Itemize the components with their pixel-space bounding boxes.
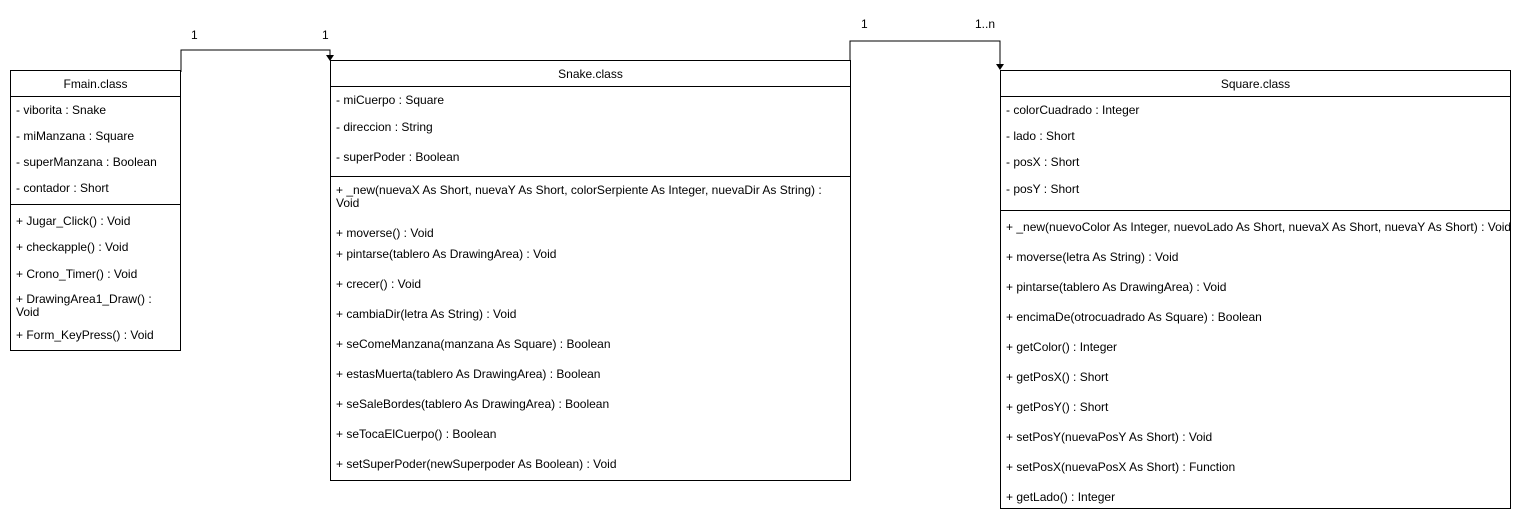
method-square-getcolor: + getColor() : Integer	[1006, 340, 1118, 354]
class-square-title: Square.class	[1001, 71, 1510, 97]
method-snake-estasmuerta: + estasMuerta(tablero As DrawingArea) : …	[336, 367, 601, 381]
method-square-moverse: + moverse(letra As String) : Void	[1006, 250, 1179, 264]
method-snake-moverse: + moverse() : Void	[336, 226, 434, 240]
attribute-mimanzana: - miManzana : Square	[16, 129, 135, 143]
attribute-lado: - lado : Short	[1006, 129, 1075, 143]
method-crono-timer: + Crono_Timer() : Void	[16, 267, 138, 281]
class-fmain-title: Fmain.class	[11, 71, 180, 97]
method-drawingarea1-draw: + DrawingArea1_Draw() : Void	[16, 292, 152, 319]
class-fmain-attributes: - viborita : Snake - miManzana : Square …	[11, 97, 180, 205]
method-snake-sesalebordes: + seSaleBordes(tablero As DrawingArea) :…	[336, 397, 610, 411]
method-square-getposy: + getPosY() : Short	[1006, 400, 1109, 414]
attribute-superpoder: - superPoder : Boolean	[336, 150, 460, 164]
multiplicity-snake-target: 1	[322, 28, 329, 42]
multiplicity-square-target: 1..n	[975, 17, 996, 31]
class-fmain[interactable]: Fmain.class - viborita : Snake - miManza…	[10, 70, 181, 351]
arrowhead-snake	[326, 55, 334, 61]
class-square-attributes: - colorCuadrado : Integer - lado : Short…	[1001, 97, 1510, 211]
method-form-keypress: + Form_KeyPress() : Void	[16, 328, 154, 342]
attribute-direccion: - direccion : String	[336, 120, 433, 134]
method-square-encimade: + encimaDe(otrocuadrado As Square) : Boo…	[1006, 310, 1262, 324]
method-snake-pintarse: + pintarse(tablero As DrawingArea) : Voi…	[336, 247, 557, 261]
class-snake-methods: + _new(nuevaX As Short, nuevaY As Short,…	[331, 177, 850, 480]
class-snake-title: Snake.class	[331, 61, 850, 87]
method-square-new: + _new(nuevoColor As Integer, nuevoLado …	[1006, 220, 1511, 234]
class-square[interactable]: Square.class - colorCuadrado : Integer -…	[1000, 70, 1511, 509]
multiplicity-fmain-source: 1	[191, 28, 198, 42]
method-snake-setocaelcuerpo: + seTocaElCuerpo() : Boolean	[336, 427, 497, 441]
method-snake-new: + _new(nuevaX As Short, nuevaY As Short,…	[336, 183, 822, 210]
method-snake-crecer: + crecer() : Void	[336, 277, 422, 291]
attribute-supermanzana: - superManzana : Boolean	[16, 155, 157, 169]
method-checkapple: + checkapple() : Void	[16, 240, 129, 254]
association-snake-square	[849, 40, 1001, 66]
method-square-setposx: + setPosX(nuevaPosX As Short) : Function	[1006, 460, 1236, 474]
method-snake-setsuperpoder: + setSuperPoder(newSuperpoder As Boolean…	[336, 457, 617, 471]
attribute-viborita: - viborita : Snake	[16, 103, 107, 117]
multiplicity-snake-source: 1	[861, 17, 868, 31]
method-snake-cambiadir: + cambiaDir(letra As String) : Void	[336, 307, 517, 321]
method-square-getlado: + getLado() : Integer	[1006, 490, 1116, 504]
class-fmain-methods: + Jugar_Click() : Void + checkapple() : …	[11, 205, 180, 350]
class-snake[interactable]: Snake.class - miCuerpo : Square - direcc…	[330, 60, 851, 481]
arrowhead-square	[996, 64, 1004, 70]
attribute-posx: - posX : Short	[1006, 155, 1080, 169]
attribute-micuerpo: - miCuerpo : Square	[336, 93, 445, 107]
method-square-setposy: + setPosY(nuevaPosY As Short) : Void	[1006, 430, 1213, 444]
method-snake-secomemanzana: + seComeManzana(manzana As Square) : Boo…	[336, 337, 611, 351]
method-square-getposx: + getPosX() : Short	[1006, 370, 1109, 384]
class-snake-attributes: - miCuerpo : Square - direccion : String…	[331, 87, 850, 177]
method-square-pintarse: + pintarse(tablero As DrawingArea) : Voi…	[1006, 280, 1227, 294]
attribute-posy: - posY : Short	[1006, 182, 1080, 196]
attribute-colorcuadrado: - colorCuadrado : Integer	[1006, 103, 1140, 117]
class-square-methods: + _new(nuevoColor As Integer, nuevoLado …	[1001, 211, 1510, 508]
method-jugar-click: + Jugar_Click() : Void	[16, 214, 131, 228]
attribute-contador: - contador : Short	[16, 181, 109, 195]
association-fmain-snake	[180, 49, 331, 72]
